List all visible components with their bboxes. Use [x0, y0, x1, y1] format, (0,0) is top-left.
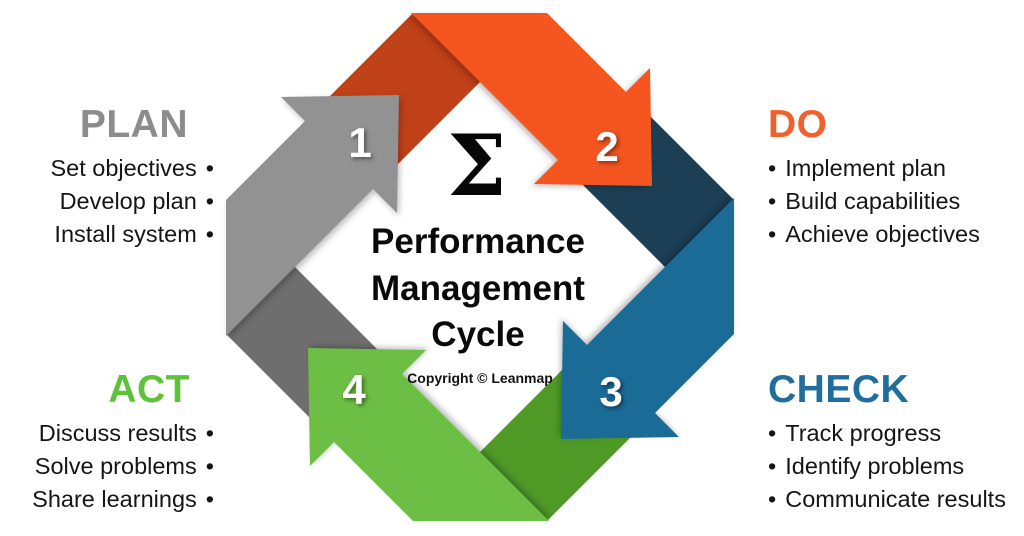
- bullet-icon: •: [768, 221, 777, 247]
- item-text: Discuss results: [38, 420, 197, 446]
- list-item: Solve problems •: [32, 450, 214, 483]
- item-text: Build capabilities: [785, 188, 961, 214]
- do-section: DO • Implement plan • Build capabilities •…: [768, 103, 980, 251]
- list-item: Share learnings •: [32, 483, 214, 516]
- item-text: Develop plan: [59, 188, 197, 214]
- list-item: • Track progress: [768, 417, 1006, 450]
- item-text: Track progress: [785, 420, 942, 446]
- do-step-number: 2: [595, 123, 618, 170]
- bullet-icon: •: [205, 486, 214, 512]
- do-item-list: • Implement plan • Build capabilities • Ach…: [768, 152, 980, 251]
- item-text: Communicate results: [785, 486, 1006, 512]
- diagram-title-line: Performance: [371, 222, 585, 261]
- bullet-icon: •: [768, 188, 777, 214]
- bullet-icon: •: [205, 420, 214, 446]
- bullet-icon: •: [768, 155, 777, 181]
- item-text: Achieve objectives: [785, 221, 980, 247]
- list-item: • Implement plan: [768, 152, 980, 185]
- do-title: DO: [768, 103, 828, 146]
- bullet-icon: •: [768, 420, 777, 446]
- bullet-icon: •: [205, 453, 214, 479]
- plan-section: PLAN Set objectives • Develop plan • Insta…: [50, 103, 214, 251]
- check-section: CHECK • Track progress • Identify problems…: [768, 368, 1006, 516]
- act-step-number: 4: [342, 366, 366, 413]
- item-text: Set objectives: [50, 155, 197, 181]
- act-title: ACT: [108, 368, 190, 411]
- plan-step-number: 1: [348, 119, 371, 166]
- list-item: Install system •: [50, 218, 214, 251]
- act-item-list: Discuss results • Solve problems • Share l…: [32, 417, 214, 516]
- bullet-icon: •: [205, 155, 214, 181]
- copyright-notice: Copyright © Leanmap: [407, 370, 553, 386]
- act-section: ACT Discuss results • Solve problems • Sha…: [32, 368, 214, 516]
- item-text: Solve problems: [34, 453, 197, 479]
- list-item: • Identify problems: [768, 450, 1006, 483]
- item-text: Identify problems: [785, 453, 965, 479]
- check-title: CHECK: [768, 368, 910, 411]
- list-item: • Build capabilities: [768, 185, 980, 218]
- bullet-icon: •: [205, 221, 214, 247]
- list-item: • Communicate results: [768, 483, 1006, 516]
- check-item-list: • Track progress • Identify problems • Comm…: [768, 417, 1006, 516]
- list-item: Set objectives •: [50, 152, 214, 185]
- sigma-symbol: Σ: [447, 116, 507, 215]
- list-item: Discuss results •: [32, 417, 214, 450]
- check-step-number: 3: [599, 368, 622, 415]
- diagram-title: Performance Management Cycle: [371, 219, 585, 359]
- plan-title: PLAN: [79, 103, 188, 146]
- bullet-icon: •: [768, 486, 777, 512]
- list-item: Develop plan •: [50, 185, 214, 218]
- bullet-icon: •: [768, 453, 777, 479]
- diagram-title-line: Cycle: [431, 315, 525, 354]
- item-text: Share learnings: [32, 486, 197, 512]
- plan-item-list: Set objectives • Develop plan • Install sy…: [50, 152, 214, 251]
- diagram-title-line: Management: [371, 268, 585, 308]
- item-text: Install system: [54, 221, 197, 247]
- item-text: Implement plan: [785, 155, 946, 181]
- list-item: • Achieve objectives: [768, 218, 980, 251]
- bullet-icon: •: [205, 188, 214, 214]
- step-numbers: 1 2 3 4: [342, 119, 622, 415]
